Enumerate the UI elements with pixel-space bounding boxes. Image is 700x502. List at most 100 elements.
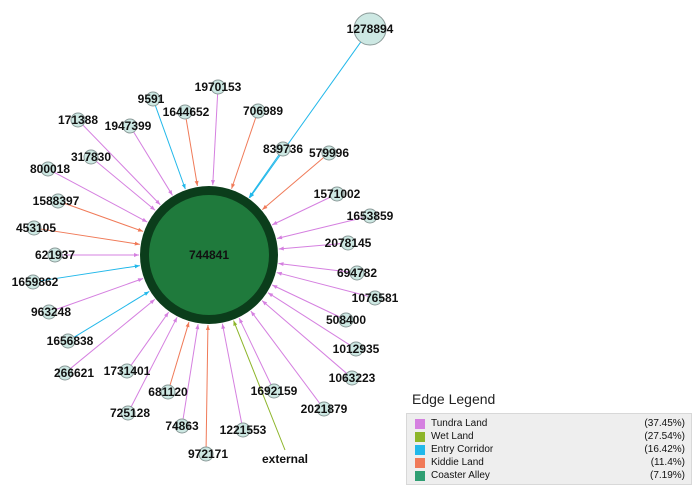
node-circle — [316, 401, 332, 417]
node-1692159[interactable]: 1692159 — [251, 383, 298, 399]
edge-arrowhead — [173, 317, 178, 323]
node-800018[interactable]: 800018 — [30, 161, 70, 177]
edge-arrowhead — [231, 183, 236, 189]
node-label: 2021879 — [301, 402, 348, 416]
legend-item-name: Entry Corridor — [431, 444, 494, 455]
node-circle — [250, 103, 266, 119]
node-label: external — [262, 452, 308, 466]
node-circle — [26, 220, 42, 236]
edge-508400 — [272, 284, 340, 318]
node-171388[interactable]: 171388 — [58, 112, 98, 128]
node-label: 694782 — [337, 266, 377, 280]
center-node-744841[interactable]: 744841 — [140, 186, 278, 324]
node-1221553[interactable]: 1221553 — [220, 422, 267, 438]
edge-arrowhead — [134, 264, 140, 269]
node-label: 725128 — [110, 406, 150, 420]
node-1731401[interactable]: 1731401 — [104, 363, 151, 379]
node-1653859[interactable]: 1653859 — [347, 208, 394, 224]
edge-arrowhead — [185, 322, 190, 328]
node-label: 963248 — [31, 305, 71, 319]
node-74863[interactable]: 74863 — [165, 418, 199, 434]
edge-arrowhead — [141, 217, 148, 223]
edge-external — [233, 320, 286, 451]
node-circle — [50, 193, 66, 209]
node-label: 508400 — [326, 313, 366, 327]
node-694782[interactable]: 694782 — [337, 265, 377, 281]
node-label: 1653859 — [347, 209, 394, 223]
node-circle — [120, 405, 136, 421]
legend-item-name: Wet Land — [431, 431, 474, 442]
legend-item-name: Kiddie Land — [431, 457, 484, 468]
edge-layer — [39, 41, 369, 451]
node-317830[interactable]: 317830 — [71, 149, 111, 165]
edge-9591 — [154, 105, 186, 190]
edge-1076581 — [276, 272, 369, 297]
legend-item-percent: (37.45%) — [644, 418, 685, 429]
node-266621[interactable]: 266621 — [54, 365, 94, 381]
edge-1970153 — [212, 93, 219, 186]
node-453105[interactable]: 453105 — [16, 220, 56, 236]
node-1644652[interactable]: 1644652 — [163, 104, 210, 120]
node-1076581[interactable]: 1076581 — [352, 290, 399, 306]
node-label: 1571002 — [314, 187, 361, 201]
edge-arrowhead — [181, 183, 186, 190]
edge-arrowhead — [272, 285, 278, 289]
node-1947399[interactable]: 1947399 — [105, 118, 152, 134]
edge-arrowhead — [164, 312, 169, 318]
edge-arrowhead — [205, 324, 210, 331]
edge-1947399 — [133, 131, 173, 196]
node-label: 317830 — [71, 150, 111, 164]
edge-arrowhead — [195, 324, 200, 330]
legend-item: Wet Land (27.54%) — [407, 430, 691, 443]
node-1970153[interactable]: 1970153 — [195, 79, 242, 95]
node-2021879[interactable]: 2021879 — [301, 401, 348, 417]
node-label: 972171 — [188, 447, 228, 461]
legend-item: Kiddie Land(11.4%) — [407, 456, 691, 469]
node-839736[interactable]: 839736 — [263, 141, 303, 157]
node-label: 171388 — [58, 113, 98, 127]
legend-swatch — [415, 457, 425, 468]
node-1588397[interactable]: 1588397 — [33, 193, 80, 209]
node-label: 1221553 — [220, 423, 267, 437]
node-circle — [40, 161, 56, 177]
node-1656838[interactable]: 1656838 — [47, 333, 94, 349]
node-963248[interactable]: 963248 — [31, 304, 71, 320]
node-1571002[interactable]: 1571002 — [314, 186, 361, 202]
legend-item-percent: (16.42%) — [644, 444, 685, 455]
node-9591[interactable]: 9591 — [138, 91, 165, 107]
edge-453105 — [40, 228, 140, 245]
node-579996[interactable]: 579996 — [309, 145, 349, 161]
node-external[interactable]: external — [262, 452, 308, 466]
legend-box: Tundra Land(37.45%) Wet Land (27.54%) Ent… — [406, 413, 692, 485]
node-circle — [41, 304, 57, 320]
edge-arrowhead — [267, 292, 274, 298]
edge-arrowhead — [134, 253, 139, 257]
edge-2021879 — [250, 310, 321, 404]
node-circle — [353, 12, 387, 46]
legend-item: Entry Corridor (16.42%) — [407, 443, 691, 456]
node-2078145[interactable]: 2078145 — [325, 235, 372, 251]
legend-item-percent: (27.54%) — [644, 431, 685, 442]
node-681120[interactable]: 681120 — [148, 384, 188, 400]
node-706989[interactable]: 706989 — [243, 103, 283, 119]
legend-swatch — [415, 431, 425, 442]
node-circle — [122, 118, 138, 134]
node-1012935[interactable]: 1012935 — [333, 341, 380, 357]
edge-arrowhead — [249, 192, 254, 198]
node-1063223[interactable]: 1063223 — [329, 370, 376, 386]
node-725128[interactable]: 725128 — [110, 405, 150, 421]
edge-arrowhead — [150, 205, 156, 211]
node-508400[interactable]: 508400 — [326, 312, 366, 328]
node-circle — [210, 79, 226, 95]
node-972171[interactable]: 972171 — [188, 446, 228, 462]
node-621937[interactable]: 621937 — [35, 247, 75, 263]
node-1659862[interactable]: 1659862 — [12, 274, 59, 290]
node-label: 1970153 — [195, 80, 242, 94]
edge-1656838 — [73, 291, 150, 338]
node-circle — [349, 265, 365, 281]
legend-item: Tundra Land(37.45%) — [407, 417, 691, 430]
node-1278894[interactable]: 1278894 — [347, 12, 394, 46]
edge-arrowhead — [168, 189, 173, 196]
